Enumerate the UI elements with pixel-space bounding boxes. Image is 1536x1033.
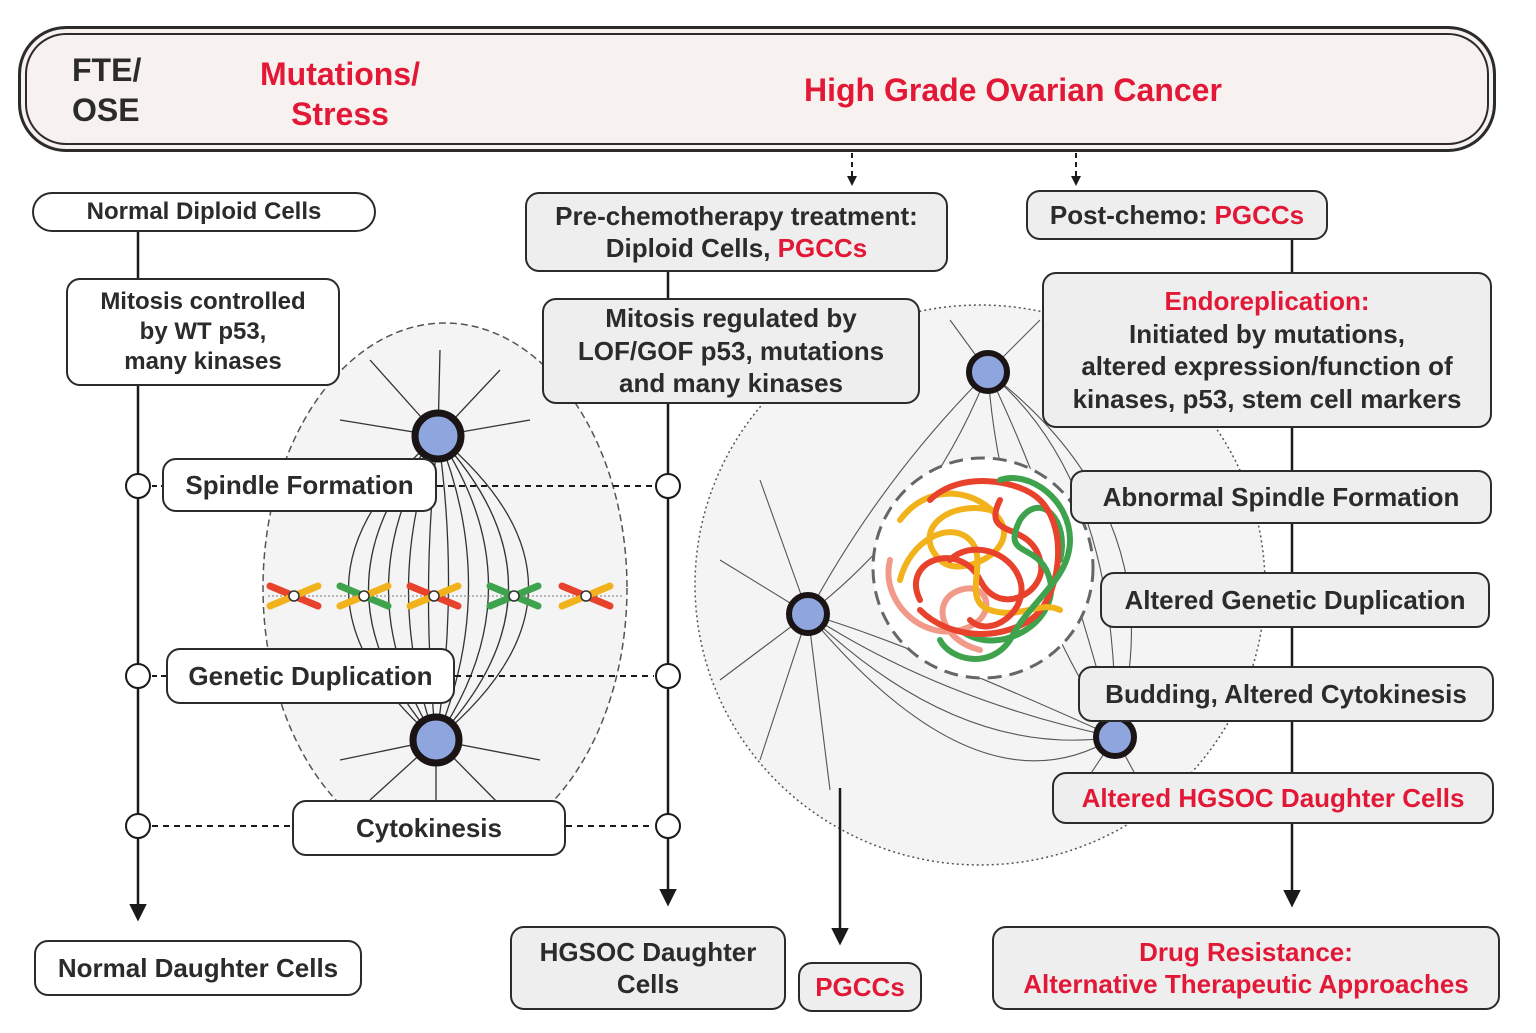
pre-chemotherapy-box: Pre-chemotherapy treatment: Diploid Cell… xyxy=(525,192,948,272)
header-outcome: High Grade Ovarian Cancer xyxy=(804,72,1222,108)
altered-genetic-duplication-box: Altered Genetic Duplication xyxy=(1100,572,1490,628)
drug-resistance-line-2: Alternative Therapeutic Approaches xyxy=(1023,969,1469,999)
cytokinesis-box: Cytokinesis xyxy=(292,800,566,856)
mitosis-regulated-line-1: Mitosis regulated by xyxy=(605,303,857,334)
endoreplication-line-2: altered expression/function of xyxy=(1081,351,1453,381)
endoreplication-title: Endoreplication: xyxy=(1164,286,1370,316)
budding-altered-cytokinesis-label: Budding, Altered Cytokinesis xyxy=(1105,678,1467,709)
diploid-cells-text: Diploid Cells, xyxy=(605,233,778,263)
pgcc-centrosome-bottom xyxy=(1093,715,1137,759)
spindle-formation-box: Spindle Formation xyxy=(162,458,437,512)
pre-chemotherapy-line-2: Diploid Cells, PGCCs xyxy=(606,232,868,265)
chromosome-5 xyxy=(558,582,614,610)
chromosome-1 xyxy=(266,582,322,610)
centrosome-bottom xyxy=(409,713,463,767)
genetic-duplication-box: Genetic Duplication xyxy=(166,648,455,704)
hgsoc-daughter-line-2: Cells xyxy=(616,969,680,999)
hgsoc-daughter-cells-box: HGSOC Daughter Cells xyxy=(510,926,786,1010)
header-trigger-line-2: Stress xyxy=(291,96,389,132)
normal-diploid-cells-label: Normal Diploid Cells xyxy=(86,198,322,225)
header-source: FTE/ OSE xyxy=(72,50,141,130)
header-banner xyxy=(18,26,1496,152)
checkpoint-left-genetic xyxy=(125,663,151,689)
pgcc-cell xyxy=(694,304,1266,866)
mitosis-controlled-line-3: many kinases xyxy=(124,348,282,375)
altered-genetic-duplication-label: Altered Genetic Duplication xyxy=(1124,584,1466,615)
mitosis-regulated-line-3: and many kinases xyxy=(619,368,843,399)
hgsoc-daughter-line-1: HGSOC Daughter xyxy=(539,936,757,967)
header-trigger-line-1: Mutations/ xyxy=(260,56,420,92)
mitosis-regulated-line-2: LOF/GOF p53, mutations xyxy=(577,335,885,366)
normal-diploid-cells-box: Normal Diploid Cells xyxy=(32,192,376,232)
post-chemo-pgccs-text: PGCCs xyxy=(1214,199,1305,230)
endoreplication-line-3: kinases, p53, stem cell markers xyxy=(1072,383,1462,414)
pgcc-centrosome-left xyxy=(786,592,830,636)
altered-hgsoc-daughter-cells-label: Altered HGSOC Daughter Cells xyxy=(1081,782,1465,813)
pgccs-output-box: PGCCs xyxy=(798,962,922,1012)
chromosome-4 xyxy=(486,582,542,610)
post-chemo-text: Post-chemo: xyxy=(1049,199,1215,230)
cytokinesis-label: Cytokinesis xyxy=(356,812,502,843)
checkpoint-connectors xyxy=(152,485,654,827)
altered-hgsoc-daughter-cells-box: Altered HGSOC Daughter Cells xyxy=(1052,772,1494,824)
drug-resistance-box: Drug Resistance: Alternative Therapeutic… xyxy=(992,926,1500,1010)
pgcc-centrosome-top xyxy=(966,350,1010,394)
spindle-formation-label: Spindle Formation xyxy=(185,469,414,500)
mitosis-controlled-line-2: by WT p53, xyxy=(139,318,267,345)
pre-chemotherapy-line-1: Pre-chemotherapy treatment: xyxy=(555,200,918,231)
chromosome-3 xyxy=(406,582,462,610)
checkpoint-middle-spindle xyxy=(655,473,681,499)
drug-resistance-line-1: Drug Resistance: xyxy=(1139,936,1353,967)
normal-daughter-cells-box: Normal Daughter Cells xyxy=(34,940,362,996)
chromosome-2 xyxy=(336,582,392,610)
mitosis-controlled-line-1: Mitosis controlled xyxy=(100,288,306,315)
normal-daughter-cells-label: Normal Daughter Cells xyxy=(57,952,339,983)
mitosis-regulated-box: Mitosis regulated by LOF/GOF p53, mutati… xyxy=(542,298,920,404)
header-source-line-2: OSE xyxy=(72,92,140,128)
genetic-duplication-label: Genetic Duplication xyxy=(188,660,433,691)
checkpoint-middle-cytokinesis xyxy=(655,813,681,839)
budding-altered-cytokinesis-box: Budding, Altered Cytokinesis xyxy=(1078,666,1494,722)
pgccs-red-text: PGCCs xyxy=(777,233,868,263)
header-trigger: Mutations/ Stress xyxy=(250,54,430,134)
abnormal-spindle-formation-label: Abnormal Spindle Formation xyxy=(1102,481,1460,512)
endoreplication-box: Endoreplication: Initiated by mutations,… xyxy=(1042,272,1492,428)
header-source-line-1: FTE/ xyxy=(72,52,142,88)
checkpoint-middle-genetic xyxy=(655,663,681,689)
pgccs-output-label: PGCCs xyxy=(815,971,905,1002)
endoreplication-line-1: Initiated by mutations, xyxy=(1129,318,1405,349)
abnormal-spindle-formation-box: Abnormal Spindle Formation xyxy=(1070,470,1492,524)
checkpoint-left-cytokinesis xyxy=(125,813,151,839)
aligned-chromosomes xyxy=(266,582,614,610)
checkpoint-circles xyxy=(125,473,681,839)
checkpoint-left-spindle xyxy=(125,473,151,499)
post-chemo-label: Post-chemo: PGCCs xyxy=(1050,199,1304,232)
post-chemo-box: Post-chemo: PGCCs xyxy=(1026,190,1328,240)
mitosis-controlled-box: Mitosis controlled by WT p53, many kinas… xyxy=(66,278,340,386)
tangled-chromatin xyxy=(885,475,1074,662)
centrosome-top xyxy=(411,409,465,463)
